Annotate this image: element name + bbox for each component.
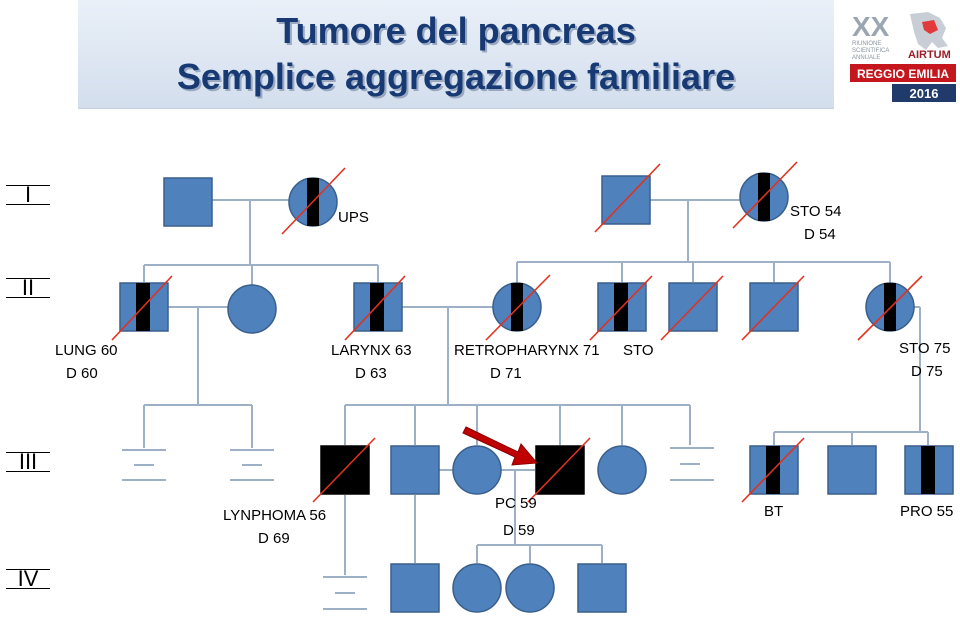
generation-label-i: I bbox=[6, 184, 50, 206]
label-ups: UPS bbox=[338, 209, 369, 226]
label-d63: D 63 bbox=[355, 365, 387, 382]
gen2-male-5-deceased-mark bbox=[660, 275, 724, 341]
gen2-male-6-deceased-mark bbox=[741, 275, 805, 341]
logo-org-text: AIRTUM bbox=[908, 49, 951, 61]
gen4-female-2 bbox=[505, 563, 555, 613]
logo-year-banner bbox=[892, 84, 956, 102]
generation-label-iv: IV bbox=[6, 568, 50, 590]
gen3-male-bt-deceased-mark bbox=[741, 437, 805, 503]
logo-year-text: 2016 bbox=[910, 86, 939, 101]
gen1-male-2-deceased-mark bbox=[594, 163, 661, 233]
gen3-female-5 bbox=[597, 445, 647, 495]
title-banner: Tumore del pancreas Semplice aggregazion… bbox=[78, 0, 834, 109]
title-line-2: Semplice aggregazione familiare bbox=[176, 56, 736, 97]
gen1-female-2-deceased-mark bbox=[732, 161, 798, 229]
logo-meeting-line2: SCIENTIFICA bbox=[852, 48, 889, 54]
logo-roman-text: XX bbox=[852, 11, 890, 42]
gen2-male-sto-deceased-mark bbox=[589, 275, 653, 341]
label-lymphoma56: LYNPHOMA 56 bbox=[223, 507, 327, 524]
region-marker-icon bbox=[922, 20, 938, 34]
generation-label-ii: II bbox=[6, 277, 50, 299]
generation-label-iii: III bbox=[6, 451, 50, 473]
gen4-male-2 bbox=[577, 563, 627, 613]
gen4-male-1 bbox=[390, 563, 440, 613]
label-d69: D 69 bbox=[258, 530, 290, 547]
label-lung60: LUNG 60 bbox=[55, 342, 118, 359]
gen2-female-retropharynx-deceased-mark bbox=[485, 274, 551, 341]
logo-meeting-line1: RIUNIONE bbox=[852, 41, 881, 47]
gen2-male-larynx-deceased-mark bbox=[344, 275, 406, 341]
label-d54: D 54 bbox=[804, 226, 836, 243]
label-pro55: PRO 55 bbox=[900, 503, 954, 520]
label-d60: D 60 bbox=[66, 365, 98, 382]
gen3-male-pro-affected-bar bbox=[921, 446, 935, 494]
gen2-female-retropharynx-affected-bar bbox=[511, 283, 523, 331]
gen3-proband-deceased-mark bbox=[527, 437, 591, 503]
label-d59: D 59 bbox=[503, 522, 535, 539]
label-pc59: PC 59 bbox=[495, 495, 537, 512]
label-sto: STO bbox=[623, 342, 654, 359]
gen3-male-lymphoma-deceased-mark bbox=[312, 437, 376, 503]
label-bt: BT bbox=[764, 503, 784, 520]
congress-logo: XX RIUNIONE SCIENTIFICA ANNUALE AIRTUM R… bbox=[850, 11, 956, 102]
gen1-female-1-deceased-mark bbox=[281, 167, 346, 235]
connector-lines bbox=[143, 199, 929, 575]
gen3-male-2 bbox=[390, 445, 440, 495]
label-sto54: STO 54 bbox=[790, 203, 842, 220]
gen4-female-1 bbox=[452, 563, 502, 613]
no-offspring-markers bbox=[122, 447, 714, 610]
gen2-male-lung-deceased-mark bbox=[111, 275, 173, 341]
proband-arrow-icon bbox=[462, 426, 539, 466]
logo-city-text: REGGIO EMILIA bbox=[857, 67, 949, 81]
title-line-1: Tumore del pancreas bbox=[276, 10, 636, 51]
gen2-female-spouse-1 bbox=[227, 284, 277, 334]
logo-city-banner bbox=[850, 64, 956, 82]
gen2-female-sto75-deceased-mark bbox=[857, 275, 923, 341]
label-retropharynx71: RETROPHARYNX 71 bbox=[454, 342, 600, 359]
logo-meeting-line3: ANNUALE bbox=[852, 55, 880, 61]
label-sto75: STO 75 bbox=[899, 340, 951, 357]
label-larynx63: LARYNX 63 bbox=[331, 342, 412, 359]
label-d75: D 75 bbox=[911, 363, 943, 380]
gen3-female-spouse bbox=[452, 445, 502, 495]
gen1-male-1 bbox=[163, 177, 213, 227]
gen3-male-8 bbox=[827, 445, 877, 495]
label-d71: D 71 bbox=[490, 365, 522, 382]
